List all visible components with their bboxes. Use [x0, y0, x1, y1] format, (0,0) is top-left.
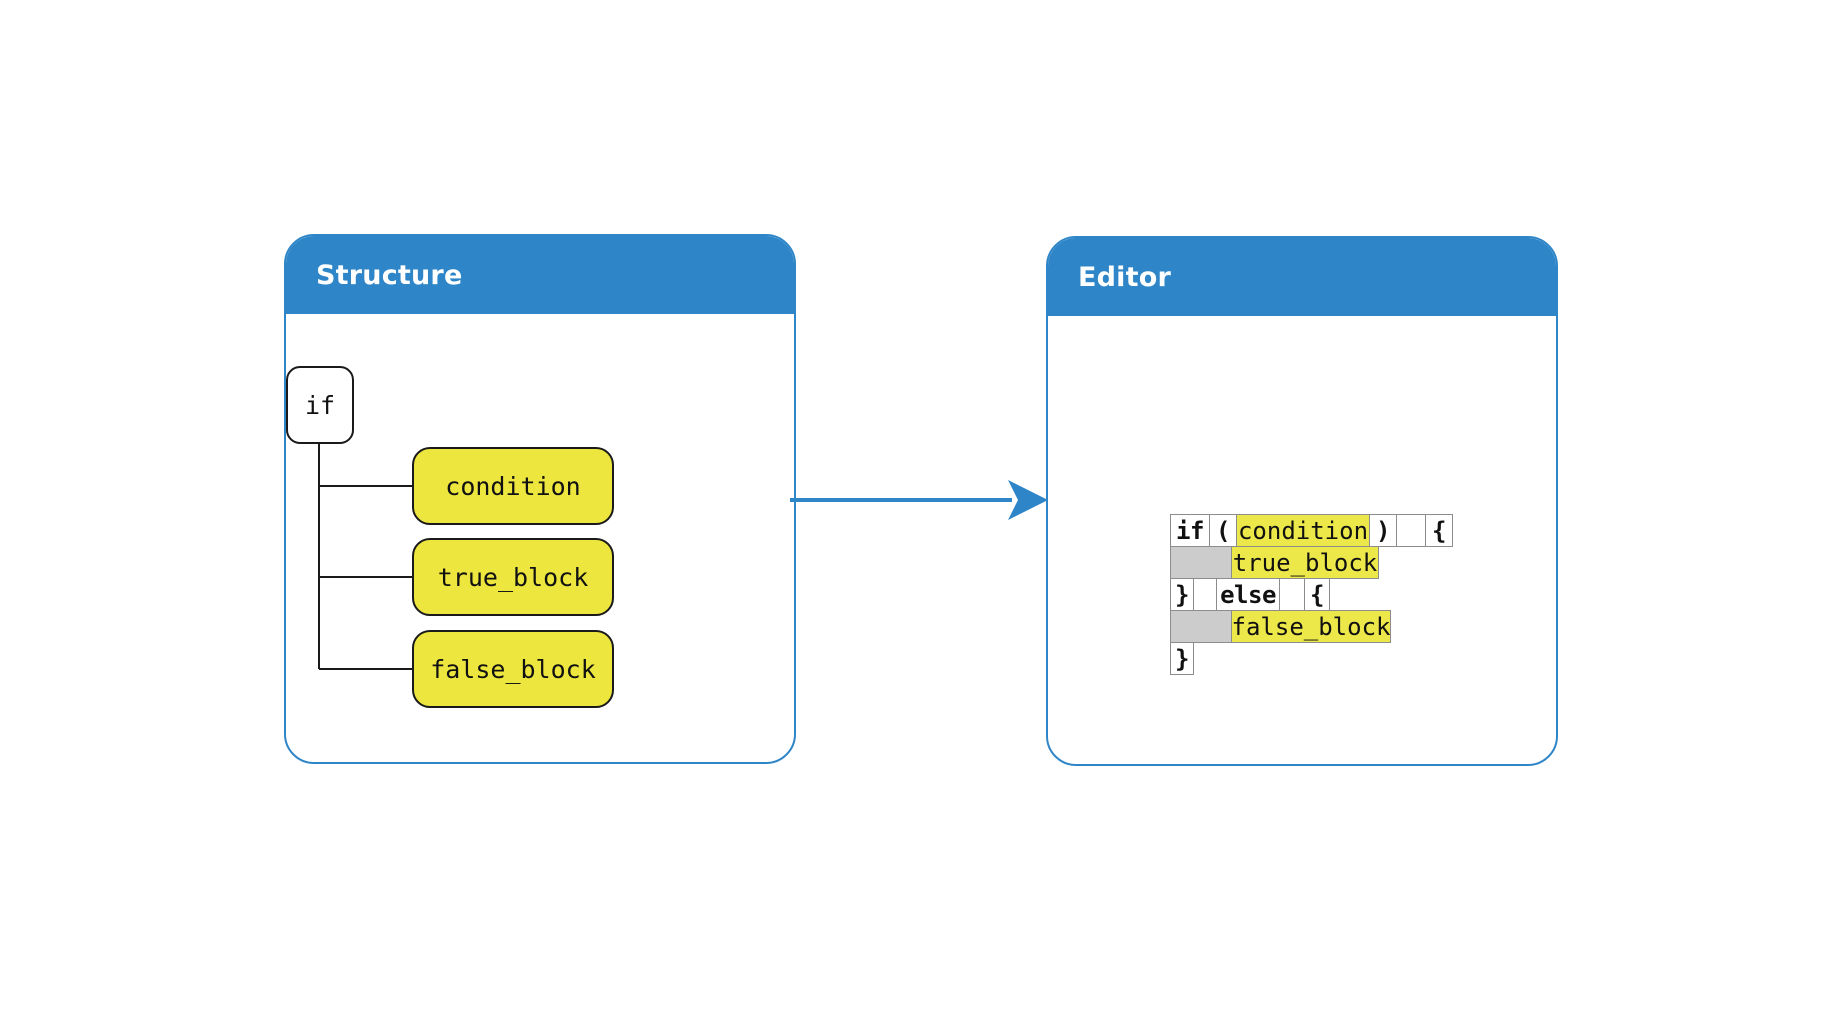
code-cell-true_block[interactable]: true_block	[1231, 546, 1379, 579]
code-cell-false_block[interactable]: false_block	[1231, 610, 1391, 643]
editor-panel: Editor if(condition) { true_block} else …	[1046, 236, 1558, 766]
editor-panel-body: if(condition) { true_block} else { false…	[1048, 316, 1556, 764]
code-cell-sym[interactable]: }	[1170, 578, 1194, 611]
code-cell-if[interactable]: if	[1170, 514, 1210, 547]
code-cell-sym[interactable]: {	[1304, 578, 1330, 611]
code-line: false_block	[1170, 610, 1452, 643]
code-line: }	[1170, 642, 1452, 675]
code-cell-blank[interactable]	[1279, 578, 1305, 611]
code-line: if(condition) {	[1170, 514, 1453, 547]
code-cell-sym[interactable]: )	[1369, 514, 1397, 547]
tree-node-if[interactable]: if	[286, 366, 354, 444]
structure-to-editor-arrow	[790, 480, 1048, 520]
code-line: } else {	[1170, 578, 1452, 611]
code-cell-blank[interactable]	[1170, 546, 1232, 579]
code-cell-else[interactable]: else	[1216, 578, 1280, 611]
code-cell-sym[interactable]: {	[1425, 514, 1453, 547]
tree-node-label: true_block	[437, 562, 589, 592]
code-cell-blank[interactable]	[1396, 514, 1426, 547]
tree-node-false-block[interactable]: false_block	[412, 630, 614, 708]
tree-node-label: false_block	[430, 654, 596, 684]
code-cell-blank[interactable]	[1170, 610, 1232, 643]
structure-panel-header: Structure	[286, 236, 794, 314]
code-line: true_block	[1170, 546, 1452, 579]
code-cell-sym[interactable]: }	[1170, 642, 1194, 675]
editor-panel-header: Editor	[1048, 238, 1556, 316]
code-cell-sym[interactable]: (	[1209, 514, 1237, 547]
code-cell-condition[interactable]: condition	[1236, 514, 1370, 547]
code-cell-grid[interactable]: if(condition) { true_block} else { false…	[1170, 514, 1453, 675]
panel-title: Editor	[1078, 261, 1171, 293]
tree-connector-lines	[318, 444, 412, 670]
structure-panel: Structure if condition true_block false_…	[284, 234, 796, 764]
structure-panel-body: if condition true_block false_block	[286, 314, 794, 762]
tree-node-true-block[interactable]: true_block	[412, 538, 614, 616]
panel-title: Structure	[316, 259, 463, 291]
code-cell-blank[interactable]	[1193, 578, 1217, 611]
tree-node-label: condition	[445, 471, 581, 501]
tree-node-label: if	[304, 390, 336, 420]
tree-node-condition[interactable]: condition	[412, 447, 614, 525]
